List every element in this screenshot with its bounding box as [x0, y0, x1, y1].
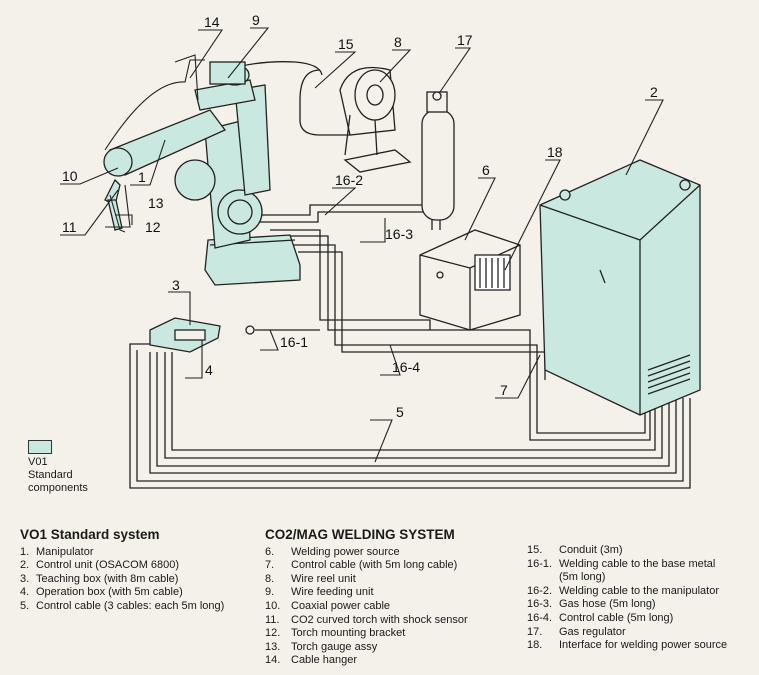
list-item: 6.Welding power source — [265, 545, 400, 558]
standard-system-list: VO1 Standard system 1.Manipulator 2.Cont… — [20, 528, 260, 614]
list-item: 14.Cable hanger — [265, 654, 358, 667]
list-item: 1.Manipulator — [20, 545, 94, 558]
callout-7: 7 — [500, 382, 508, 398]
list-item: 5.Control cable (3 cables: each 5m long) — [20, 599, 225, 612]
callout-14: 14 — [204, 14, 220, 30]
welding-system-list-continued: 15.Conduit (3m) 16-1.Welding cable to th… — [527, 544, 759, 653]
welding-system-list: CO2/MAG WELDING SYSTEM 6.Welding power s… — [265, 528, 520, 668]
legend: V01 Standard components — [28, 456, 148, 495]
list-item: 16-2.Welding cable to the manipulator — [527, 584, 720, 597]
base-metal-clamp — [245, 325, 255, 335]
list-item: 2.Control unit (OSACOM 6800) — [20, 559, 180, 572]
legend-swatch — [28, 440, 52, 454]
callout-13: 13 — [148, 195, 164, 211]
list-item: 4.Operation box (with 5m cable) — [20, 586, 183, 599]
cable-bundle — [129, 61, 691, 489]
callout-8: 8 — [394, 34, 402, 50]
list-item: 10.Coaxial power cable — [265, 599, 391, 612]
callout-16-4: 16-4 — [392, 359, 420, 375]
list-item: 7.Control cable (with 5m long cable) — [265, 559, 458, 572]
list-item: 9.Wire feeding unit — [265, 586, 374, 599]
list-item: 16-1.Welding cable to the base metal — [527, 557, 716, 570]
callout-5: 5 — [396, 404, 404, 420]
callout-11: 11 — [62, 219, 77, 235]
list-item: 18.Interface for welding power source — [527, 639, 728, 652]
callout-16-2: 16-2 — [335, 172, 363, 188]
legend-line: V01 — [28, 456, 48, 468]
callout-3: 3 — [172, 277, 180, 293]
list-item: 8.Wire reel unit — [265, 572, 356, 585]
callout-12: 12 — [145, 219, 161, 235]
callout-2: 2 — [650, 84, 658, 100]
list-item: (5m long) — [559, 571, 606, 584]
callout-17: 17 — [457, 32, 473, 48]
control-unit — [539, 159, 701, 416]
callout-4: 4 — [205, 362, 213, 378]
teaching-box — [149, 317, 221, 353]
list-item: 11.CO2 curved torch with shock sensor — [265, 613, 468, 626]
list-item: 16-3.Gas hose (5m long) — [527, 598, 656, 611]
list-item: 15.Conduit (3m) — [527, 544, 623, 556]
callout-15: 15 — [338, 36, 354, 52]
welding-power-source — [419, 229, 521, 331]
callout-6: 6 — [482, 162, 490, 178]
wire-reel-unit — [339, 66, 412, 173]
callout-16-3: 16-3 — [385, 226, 413, 242]
leader-lines — [60, 27, 664, 463]
callout-9: 9 — [252, 12, 260, 28]
list-item: 12.Torch mounting bracket — [265, 627, 406, 640]
callout-1: 1 — [138, 169, 146, 185]
welding-system-title: CO2/MAG WELDING SYSTEM — [265, 527, 455, 542]
legend-line: Standard — [28, 469, 73, 481]
welding-system-diagram: 14 9 15 8 17 2 18 6 10 1 13 11 12 16-2 1… — [60, 12, 701, 489]
callout-16-1: 16-1 — [280, 334, 308, 350]
standard-system-title: VO1 Standard system — [20, 527, 160, 542]
list-item: 16-4.Control cable (5m long) — [527, 611, 674, 624]
callout-18: 18 — [547, 144, 563, 160]
list-item: 3.Teaching box (with 8m cable) — [20, 572, 179, 585]
list-item: 17.Gas regulator — [527, 625, 626, 638]
legend-line: components — [28, 482, 88, 494]
gas-cylinder — [421, 91, 455, 221]
manipulator — [103, 61, 301, 286]
callout-10: 10 — [62, 168, 78, 184]
list-item: 13.Torch gauge assy — [265, 640, 378, 653]
